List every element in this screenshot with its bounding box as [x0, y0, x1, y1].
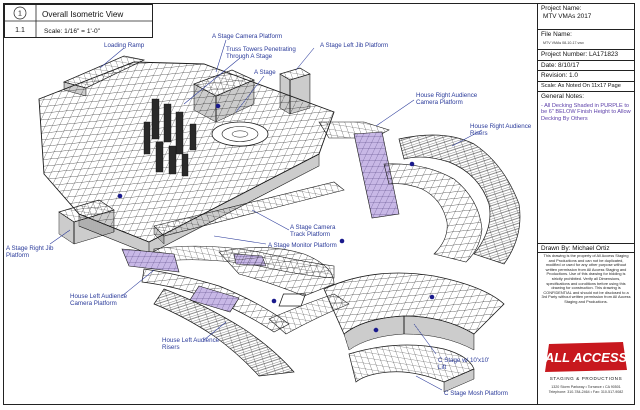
general-notes: General Notes: - All Decking Shaded in P… — [538, 92, 634, 244]
title-block: Project Name: MTV VMAs 2017 File Name: M… — [537, 4, 634, 404]
scale: Scale: As Noted On 11x17 Page — [538, 82, 634, 92]
company-address: 1320 Storm Parkway • Torrance • CA 90501… — [540, 385, 632, 394]
a-stage-right-jib-shape — [58, 199, 115, 245]
file-name: MTV VMAs 08-10-17.vwx — [543, 40, 584, 45]
drawn-by: Drawn By: Michael Ortiz — [538, 244, 634, 253]
view-number: 1 — [18, 11, 22, 18]
isometric-drawing: 1 1.1 Overall Isometric View Scale: 1/16… — [4, 4, 532, 397]
view-title: Overall Isometric View — [42, 10, 123, 19]
a-stage-camera-platform-shape — [193, 69, 255, 123]
all-access-logo: ALL ACCESS STAGING & PRODUCTIONS — [543, 340, 629, 384]
date: Date: 8/10/17 — [538, 61, 634, 71]
center-deck — [218, 247, 335, 297]
truss-towers — [143, 98, 197, 177]
sheet-number: 1.1 — [15, 27, 25, 34]
revision: Revision: 1.0 — [538, 71, 634, 82]
view-title-box: 1 1.1 Overall Isometric View Scale: 1/16… — [4, 4, 153, 38]
address-line-2: Telephone: 310-784-2464 • Fax: 310-517-9… — [548, 389, 624, 394]
c-stage-shape — [278, 272, 505, 351]
callout-labels: Loading Ramp A Stage Camera Platform Tru… — [6, 33, 532, 397]
callout-a-stage-monitor: A Stage Monitor Platform — [268, 242, 337, 249]
callout-loading-ramp: Loading Ramp — [104, 42, 145, 49]
callout-c-stage-mosh: C Stage Mosh Platform — [444, 390, 508, 397]
house-right-risers-shape — [383, 134, 521, 265]
general-notes-text: - All Decking Shaded in PURPLE to be 6" … — [541, 102, 631, 123]
logo-sub-text: STAGING & PRODUCTIONS — [550, 376, 623, 381]
address-line-1: 1320 Storm Parkway • Torrance • CA 90501 — [551, 385, 621, 389]
file-name-label: File Name: — [541, 31, 572, 38]
callout-a-stage-camera-platform: A Stage Camera Platform — [212, 33, 282, 40]
callout-a-stage-left-jib: A Stage Left Jib Platform — [320, 42, 388, 49]
callout-a-stage: A Stage — [254, 69, 276, 76]
project-number: Project Number: LA171823 — [538, 50, 634, 61]
location-markers — [117, 103, 435, 333]
callout-c-stage-lift: C Stage w/ 10'x10'Lift — [438, 357, 489, 371]
view-scale: Scale: 1/16" = 1'-0" — [44, 28, 101, 35]
sheet-border — [3, 3, 635, 405]
project-name-label: Project Name: — [541, 5, 582, 12]
a-stage-camera-track-shape — [153, 181, 345, 245]
callout-leaders — [49, 39, 483, 391]
house-left-shapes — [141, 268, 350, 377]
house-right-camera-shape — [318, 121, 400, 219]
c-stage-mosh-shape — [348, 344, 475, 393]
a-stage-left-jib-shape — [279, 67, 311, 115]
project-name: MTV VMAs 2017 — [543, 12, 592, 20]
logo-main-text: ALL ACCESS — [544, 350, 628, 365]
general-notes-label: General Notes: — [541, 93, 584, 100]
disclaimer: This drawing is the property of All Acce… — [541, 253, 631, 304]
